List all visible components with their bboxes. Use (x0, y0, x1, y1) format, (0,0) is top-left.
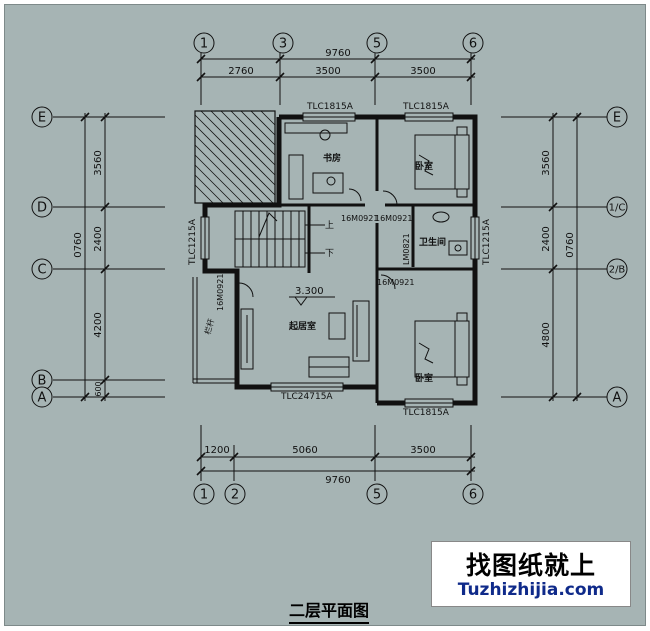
axis-label-left-B: B (38, 374, 47, 389)
dim-left-seg-4: 600 (94, 381, 103, 396)
axis-bubble-bottom-2 (224, 483, 246, 505)
axis-label-bottom-2: 2 (231, 488, 239, 503)
axis-label-left-E: E (38, 111, 46, 126)
dim-top-seg-1: 2760 (228, 66, 253, 77)
axis-label-top-6: 6 (469, 37, 477, 52)
axis-bubble-top-1 (193, 32, 215, 54)
bedroom-bottom-furniture (380, 274, 470, 386)
axis-label-bottom-5: 5 (373, 488, 381, 503)
guardrail-label: 栏杆 (202, 317, 216, 335)
living-furniture (238, 282, 370, 378)
axis-bubble-bottom-1 (193, 483, 215, 505)
dim-left-seg-3: 4200 (93, 312, 104, 337)
staircase (234, 210, 325, 268)
axis-label-left-A: A (38, 391, 47, 406)
axis-bubble-right-1C (606, 196, 628, 218)
roof-hatch (194, 110, 276, 204)
dim-top-seg-2: 3500 (315, 66, 340, 77)
window-label-tlc24715a: TLC24715A (280, 392, 333, 402)
axis-bubble-left-C (31, 258, 53, 280)
interior-walls (235, 117, 475, 403)
axis-label-bottom-6: 6 (469, 488, 477, 503)
door-label-lm0821: LM0821 (402, 233, 411, 265)
dim-bottom-seg-3: 3500 (410, 445, 435, 456)
axis-label-top-5: 5 (373, 37, 381, 52)
axis-label-right-2B: 2/B (609, 265, 626, 276)
axis-label-right-A: A (613, 391, 622, 406)
axis-label-left-C: C (37, 263, 46, 278)
room-label-bedroom-bottom: 卧室 (415, 372, 433, 384)
axis-label-right-E: E (613, 111, 621, 126)
axis-bubble-bottom-5 (366, 483, 388, 505)
axis-bubble-top-6 (462, 32, 484, 54)
window-label-tlc1215a-right: TLC1215A (482, 218, 492, 266)
dim-right-seg-2: 2400 (541, 226, 552, 251)
level-marker (289, 296, 335, 306)
window-label-tlc1815a-top-left: TLC1815A (306, 102, 354, 112)
dim-bottom-seg-1: 1200 (204, 445, 229, 456)
dim-left-seg-2: 2400 (93, 226, 104, 251)
dim-left-seg-1: 3560 (93, 150, 104, 175)
room-label-bedroom-top: 卧室 (415, 160, 433, 172)
study-furniture (284, 122, 362, 202)
door-label-m0921-c: 16M0921 (377, 278, 414, 287)
axis-bubble-bottom-6 (462, 483, 484, 505)
room-label-bathroom: 卫生间 (419, 236, 446, 248)
door-label-m0921-b: 16M0921 (375, 214, 412, 223)
window-label-tlc1815a-bottom: TLC1815A (402, 408, 450, 418)
watermark-brand: 找图纸就上 Tuzhizhijia.com (431, 541, 631, 607)
plan-title: 二层平面图 (289, 597, 370, 624)
axis-bubble-left-D (31, 196, 53, 218)
brand-url: Tuzhizhijia.com (457, 580, 605, 600)
door-label-m0921-d: 16M0921 (216, 274, 225, 311)
room-label-living: 起居室 (288, 320, 316, 332)
dim-right-seg-3: 4800 (541, 322, 552, 347)
dim-top-seg-3: 3500 (410, 66, 435, 77)
window-label-tlc1815a-top-right: TLC1815A (402, 102, 450, 112)
stair-down-label: 下 (325, 249, 334, 259)
dim-right-total: 0760 (565, 232, 576, 257)
axis-label-top-1: 1 (200, 37, 208, 52)
dim-bottom-seg-2: 5060 (292, 445, 317, 456)
axis-label-left-D: D (37, 201, 47, 216)
axis-bubble-left-E (31, 106, 53, 128)
bathroom-fixtures (432, 211, 468, 256)
windows (200, 112, 480, 408)
dim-top-total: 9760 (325, 48, 350, 59)
axis-label-right-1C: 1/C (609, 203, 626, 214)
level-mark-text: 3.300 (295, 286, 324, 297)
brand-chinese: 找图纸就上 (465, 551, 596, 580)
bedroom-top-furniture (382, 126, 470, 206)
axis-bubble-top-5 (366, 32, 388, 54)
floor-plan: 1 3 5 6 1 2 5 6 E D C B A E 1/C 2/B A 97… (31, 32, 628, 505)
axis-bubble-right-A (606, 386, 628, 408)
axis-bubble-right-E (606, 106, 628, 128)
dim-right-seg-1: 3560 (541, 150, 552, 175)
axis-bubble-top-3 (272, 32, 294, 54)
axis-label-bottom-1: 1 (200, 488, 208, 503)
axis-label-top-3: 3 (279, 37, 287, 52)
balcony-rail (192, 277, 237, 384)
axis-bubble-left-A (31, 386, 53, 408)
stair-up-label: 上 (325, 220, 334, 231)
dim-bottom-total: 9760 (325, 475, 350, 486)
dim-left-total: 0760 (73, 232, 84, 257)
door-label-m0921-a: 16M0921 (341, 214, 378, 223)
window-label-tlc1215a-left: TLC1215A (188, 218, 198, 266)
axis-bubble-right-2B (606, 258, 628, 280)
drawing-sheet: 1 3 5 6 1 2 5 6 E D C B A E 1/C 2/B A 97… (4, 4, 646, 626)
room-label-study: 书房 (323, 152, 341, 164)
